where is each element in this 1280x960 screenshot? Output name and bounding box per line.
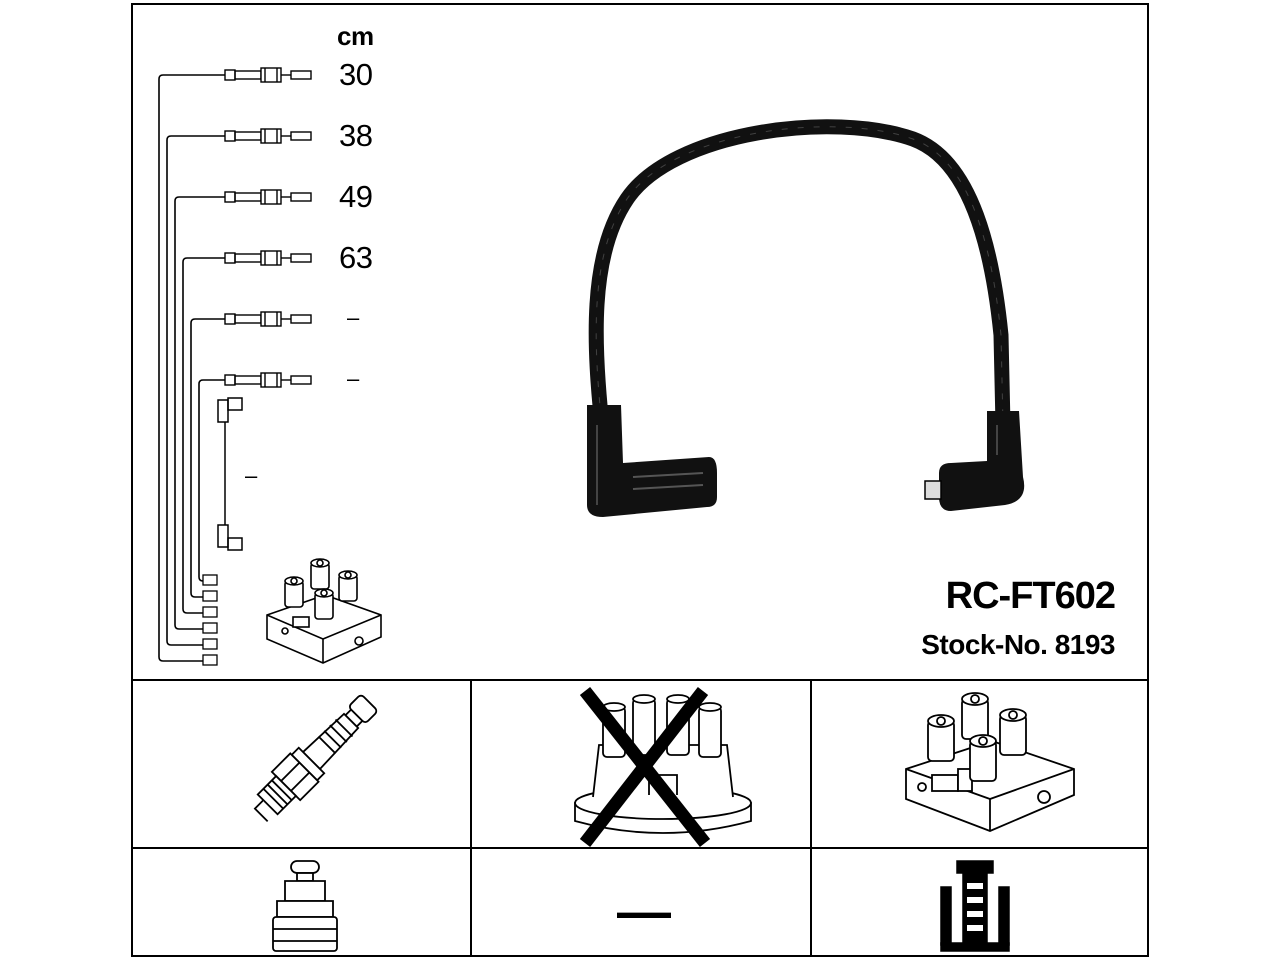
- spark-plug-icon: [253, 694, 378, 822]
- coil-lead-length: –: [245, 463, 258, 488]
- lead-length-3: 49: [339, 179, 373, 214]
- coil-connector-icon: [940, 860, 1010, 952]
- lead-length-5: –: [347, 305, 360, 330]
- not-applicable-cross-icon: [579, 686, 711, 848]
- plug-boot-right: [924, 411, 1025, 511]
- stock-number: Stock-No. 8193: [921, 629, 1115, 660]
- cap-connector-none: —: [617, 882, 671, 942]
- divider-top: [133, 679, 1147, 681]
- plug-boot-left: [587, 405, 717, 517]
- lead-length-6: –: [347, 366, 360, 391]
- ignition-coil-icon: [905, 692, 1075, 832]
- coil-pack-small-icon: [266, 558, 382, 664]
- plug-connector-icon: [272, 860, 338, 952]
- distributor-cap-icon: [574, 686, 752, 848]
- lead-length-2: 38: [339, 118, 373, 153]
- column-divider-2: [810, 679, 812, 955]
- product-sheet: cm 30 38 49 63 – – –: [131, 3, 1149, 957]
- unit-label: cm: [337, 21, 374, 51]
- vertical-lead-icon: [217, 397, 243, 551]
- column-divider-1: [470, 679, 472, 955]
- divider-bottom: [133, 847, 1147, 849]
- product-code: RC-FT602: [945, 575, 1116, 617]
- lead-length-1: 30: [339, 57, 373, 92]
- lead-length-4: 63: [339, 240, 373, 275]
- lead-set-diagram: [158, 67, 312, 666]
- lead-connector-icon: [224, 67, 312, 83]
- ignition-cable-illustration: [587, 119, 1025, 517]
